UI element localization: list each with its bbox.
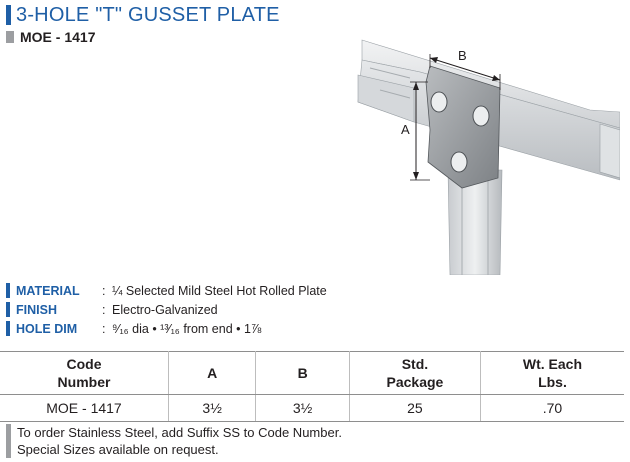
cell-code-number: MOE - 1417 (0, 394, 169, 422)
spec-material: MATERIAL : ¼ Selected Mild Steel Hot Rol… (6, 281, 327, 300)
plate-hole (472, 105, 490, 127)
cell-b: 3½ (255, 394, 350, 422)
cell-a: 3½ (168, 394, 257, 422)
spec-finish: FINISH : Electro-Galvanized (6, 300, 327, 319)
spec-value: ¼ Selected Mild Steel Hot Rolled Plate (112, 283, 327, 298)
vertical-channel (447, 169, 503, 275)
spec-hole-dim: HOLE DIM : ⁹⁄₁₆ dia • ¹³⁄₁₆ from end • 1… (6, 319, 327, 338)
spec-value: ⁹⁄₁₆ dia • ¹³⁄₁₆ from end • 1⅞ (112, 321, 262, 336)
spec-colon: : (102, 321, 106, 336)
order-notes: To order Stainless Steel, add Suffix SS … (6, 424, 342, 458)
spec-accent-bar (6, 283, 10, 298)
cell-std-package: 25 (349, 394, 481, 422)
table-row: MOE - 1417 3½ 3½ 25 .70 (0, 394, 624, 422)
spec-label: FINISH (16, 302, 57, 317)
dimension-a-label: A (401, 122, 410, 137)
gusset-plate-illustration: A B (357, 39, 620, 275)
subtitle-accent-bar (6, 31, 14, 43)
spec-colon: : (102, 302, 106, 317)
cell-weight: .70 (480, 394, 624, 422)
notes-accent-bar (6, 424, 11, 458)
part-number-text: MOE - 1417 (20, 29, 96, 45)
dimension-b-label: B (458, 48, 467, 63)
note-special-sizes: Special Sizes available on request. (17, 442, 219, 457)
title-accent-bar (6, 5, 11, 25)
note-stainless: To order Stainless Steel, add Suffix SS … (17, 425, 342, 440)
title-text: 3-HOLE "T" GUSSET PLATE (16, 3, 280, 26)
header-std-package: Std.Package (349, 351, 481, 395)
page-title: 3-HOLE "T" GUSSET PLATE (6, 3, 280, 27)
spec-accent-bar (6, 302, 10, 317)
spec-list: MATERIAL : ¼ Selected Mild Steel Hot Rol… (6, 281, 327, 338)
plate-hole (450, 151, 468, 173)
spec-accent-bar (6, 321, 10, 336)
spec-label: MATERIAL (16, 283, 80, 298)
header-b: B (255, 351, 350, 395)
part-number: MOE - 1417 (6, 28, 95, 46)
plate-hole (430, 91, 448, 113)
spec-colon: : (102, 283, 106, 298)
header-a: A (168, 351, 257, 395)
spec-value: Electro-Galvanized (112, 302, 218, 317)
dimension-b-line (429, 57, 501, 81)
spec-label: HOLE DIM (16, 321, 78, 336)
